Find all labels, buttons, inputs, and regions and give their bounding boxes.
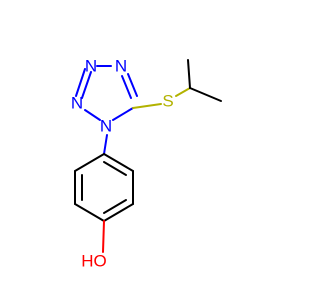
bond-n4-c5-double [127, 73, 138, 97]
bond-ring-6-inner [103, 161, 127, 176]
atom-label-s: S [162, 92, 173, 111]
isopropylthio-group [132, 59, 222, 109]
bond-c5-n3 [112, 107, 134, 121]
benzene-ring [74, 153, 134, 222]
tetrazole-ring [75, 65, 138, 121]
atom-label-n: N [71, 94, 83, 113]
bond-n1-n2-double [81, 71, 92, 99]
bond-n4-c5 [121, 75, 132, 99]
bond-ch-ch3-top [187, 59, 191, 89]
bond-ring-4 [103, 203, 134, 222]
bond-n2-n3 [84, 109, 101, 121]
bond-n1-n2 [75, 68, 86, 97]
bond-ring-3 [74, 203, 105, 222]
bond-s-ch [175, 87, 191, 97]
atom-label-n: N [100, 117, 112, 136]
atom-label-hydroxyl: HO [81, 252, 107, 271]
molecule-structure: N N N N S HO [71, 57, 222, 271]
bond-c5-s [132, 103, 162, 109]
bond-ch-ch3-right [189, 87, 222, 102]
bond-ring-6 [103, 153, 134, 172]
bond-phenyl-oh [102, 220, 105, 253]
atom-label-n: N [85, 57, 97, 76]
atom-label-n: N [115, 57, 127, 76]
bond-ring-1 [74, 153, 105, 172]
bond-n1-phenyl [103, 134, 108, 155]
bond-ring-4-inner [103, 199, 127, 214]
